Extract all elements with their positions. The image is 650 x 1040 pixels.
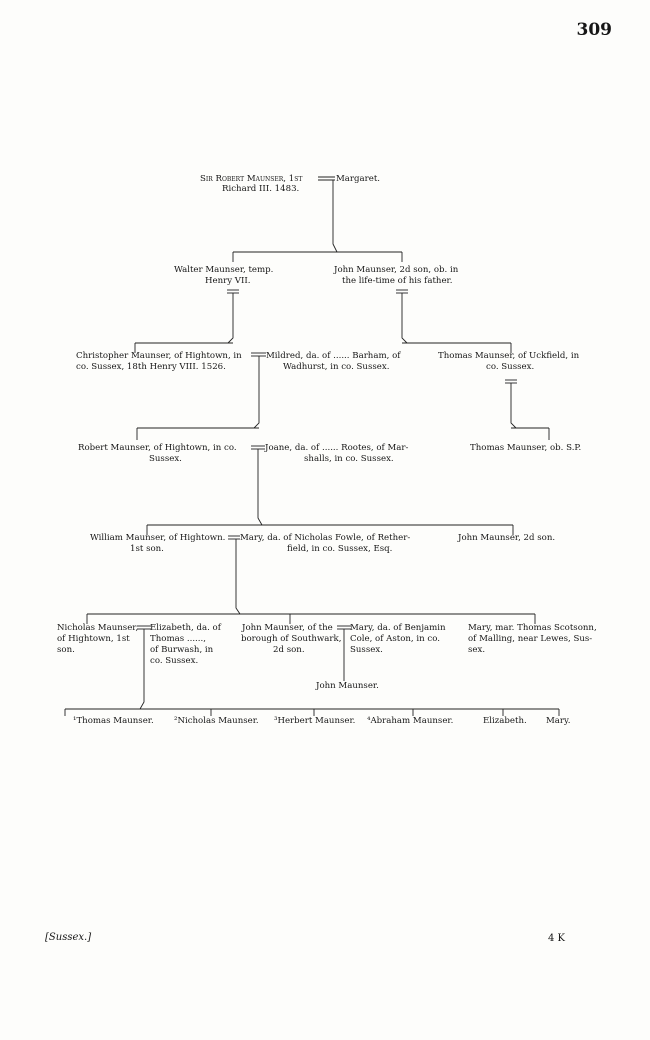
page-number: 309 [576,20,613,40]
robert-maunser-date: Richard III. 1483. [222,184,300,194]
mary-cole-line1: Mary, da. of Benjamin [350,623,446,633]
nicholas-line2: of Hightown, 1st [57,634,130,644]
nicholas-line1: Nicholas Maunser, [57,623,139,633]
elizabeth-line1: Elizabeth, da. of [150,623,221,633]
descent-line [257,449,263,526]
walter-maunser-line2: Henry VII. [205,276,251,286]
christopher-maunser-line2: co. Sussex, 18th Henry VIII. 1526. [76,362,226,372]
john-southwark-line1: John Maunser, of the [242,623,333,633]
joane-line1: Joane, da. of ...... Rootes, of Mar- [265,443,409,453]
thomas-uckfield-line2: co. Sussex. [486,362,535,372]
robert-maunser-name: Sir Robert Maunser, 1st [200,174,303,184]
child-nicholas: ²Nicholas Maunser. [174,716,259,726]
child-thomas: ¹Thomas Maunser. [73,716,154,726]
descent-line [401,293,408,344]
mildred-line2: Wadhurst, in co. Sussex. [283,362,390,372]
child-abraham: ⁴Abraham Maunser. [367,716,454,726]
joane-line2: shalls, in co. Sussex. [304,454,394,464]
child-herbert: ³Herbert Maunser. [274,716,356,726]
elizabeth-line4: co. Sussex. [150,656,199,666]
mary-fowle-line2: field, in co. Sussex, Esq. [287,544,393,554]
thomas-sp: Thomas Maunser, ob. S.P. [470,443,582,453]
nicholas-line3: son. [57,645,75,655]
descent-line [510,383,517,429]
mary-scotsonn-line1: Mary, mar. Thomas Scotsonn, [468,623,597,633]
john-maunser-line1: John Maunser, 2d son, ob. in [334,265,459,275]
john-southwark-line3: 2d son. [273,645,305,655]
elizabeth-line3: of Burwash, in [150,645,214,655]
john-southwark-line2: borough of Southwark, [241,634,342,644]
mary-cole-line2: Cole, of Aston, in co. [350,634,440,644]
john-maunser-line2: the life-time of his father. [342,276,453,286]
footer-county: [Sussex.] [45,932,92,943]
descent-line [235,539,241,615]
descent-line [332,180,338,253]
descent-line [139,629,145,710]
mary-fowle-line1: Mary, da. of Nicholas Fowle, of Rether- [240,533,411,543]
elizabeth-line2: Thomas ......, [150,634,206,644]
john-maunser-son: John Maunser. [316,681,379,691]
mary-cole-line3: Sussex. [350,645,383,655]
mary-scotsonn-line3: sex. [468,645,486,655]
robert-hightown-line2: Sussex. [149,454,182,464]
child-elizabeth: Elizabeth. [483,716,527,726]
robert-hightown-line1: Robert Maunser, of Hightown, in co. [78,443,237,453]
footer-signature: 4 K [548,933,566,944]
margaret-name: Margaret. [336,174,381,184]
william-maunser-line1: William Maunser, of Hightown. [90,533,226,543]
william-maunser-line2: 1st son. [130,544,164,554]
mildred-line1: Mildred, da. of ...... Barham, of [266,351,401,361]
john-2d-son: John Maunser, 2d son. [458,533,556,543]
christopher-maunser-line1: Christopher Maunser, of Hightown, in [76,351,242,361]
thomas-uckfield-line1: Thomas Maunser, of Uckfield, in [438,351,580,361]
child-mary: Mary. [546,716,571,726]
descent-line [227,293,234,344]
walter-maunser-line1: Walter Maunser, temp. [174,265,274,275]
descent-line [253,356,260,429]
mary-scotsonn-line2: of Malling, near Lewes, Sus- [468,634,593,644]
